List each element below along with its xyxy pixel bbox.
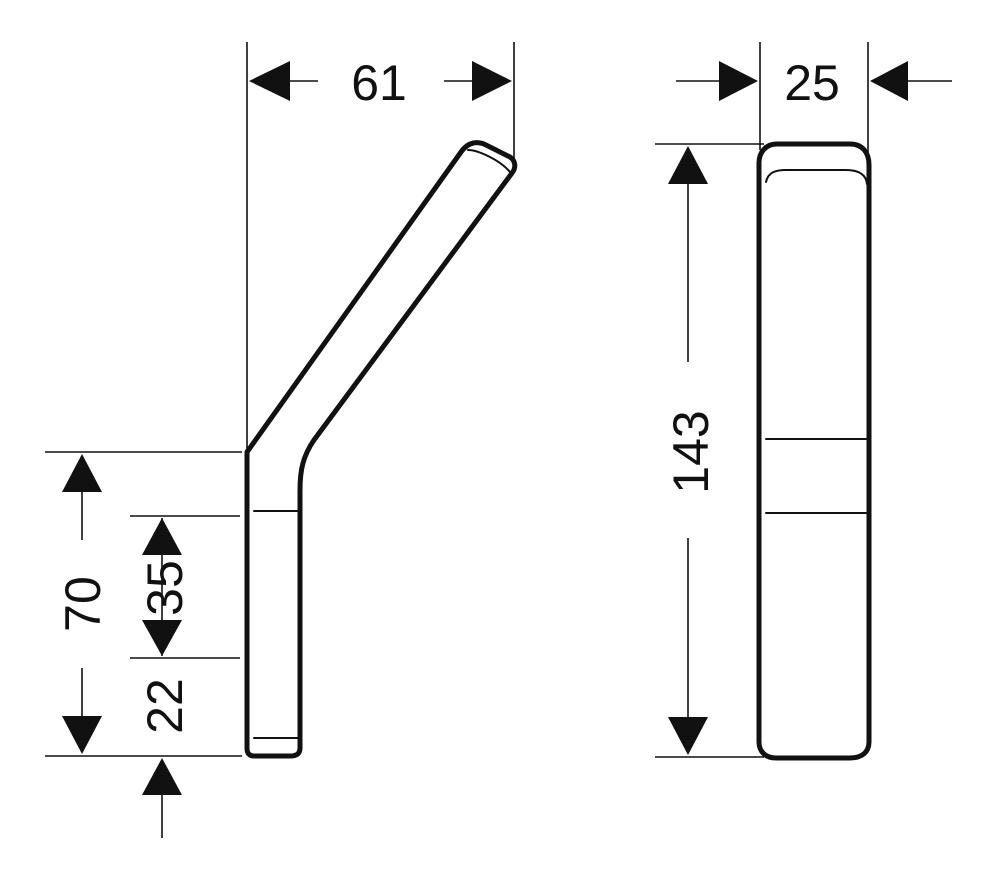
front-top-cap-line xyxy=(765,169,868,185)
dimension-70-label: 70 xyxy=(55,576,111,632)
arrow-25-left xyxy=(719,61,758,101)
hook-outline xyxy=(244,140,518,759)
dimension-61: 61 xyxy=(249,55,512,111)
dimension-25-label: 25 xyxy=(784,55,840,111)
arrow-61-left xyxy=(249,61,290,101)
arrow-70-bottom xyxy=(62,716,102,754)
arrow-143-bottom xyxy=(668,717,708,755)
arrow-61-right xyxy=(472,61,512,101)
front-body-outline xyxy=(756,141,872,761)
arrow-143-top xyxy=(668,146,708,184)
arrow-25-right xyxy=(870,61,908,101)
dimension-143: 143 xyxy=(663,146,719,755)
dimension-22: 22 xyxy=(137,678,193,838)
arrow-22-bottom xyxy=(142,758,182,795)
dimension-70: 70 xyxy=(55,454,111,754)
front-view xyxy=(655,42,872,761)
dimension-25: 25 xyxy=(676,55,952,111)
dimension-61-label: 61 xyxy=(351,55,407,111)
hook-tip-line xyxy=(467,149,511,173)
dimension-35-label: 35 xyxy=(137,560,193,616)
dimension-22-label: 22 xyxy=(137,678,193,734)
side-view xyxy=(45,42,518,759)
arrow-35-bottom xyxy=(142,620,182,656)
dimension-143-label: 143 xyxy=(663,410,719,493)
dimension-35: 35 xyxy=(137,518,193,656)
arrow-35-top xyxy=(142,518,182,555)
arrow-70-top xyxy=(62,454,102,492)
